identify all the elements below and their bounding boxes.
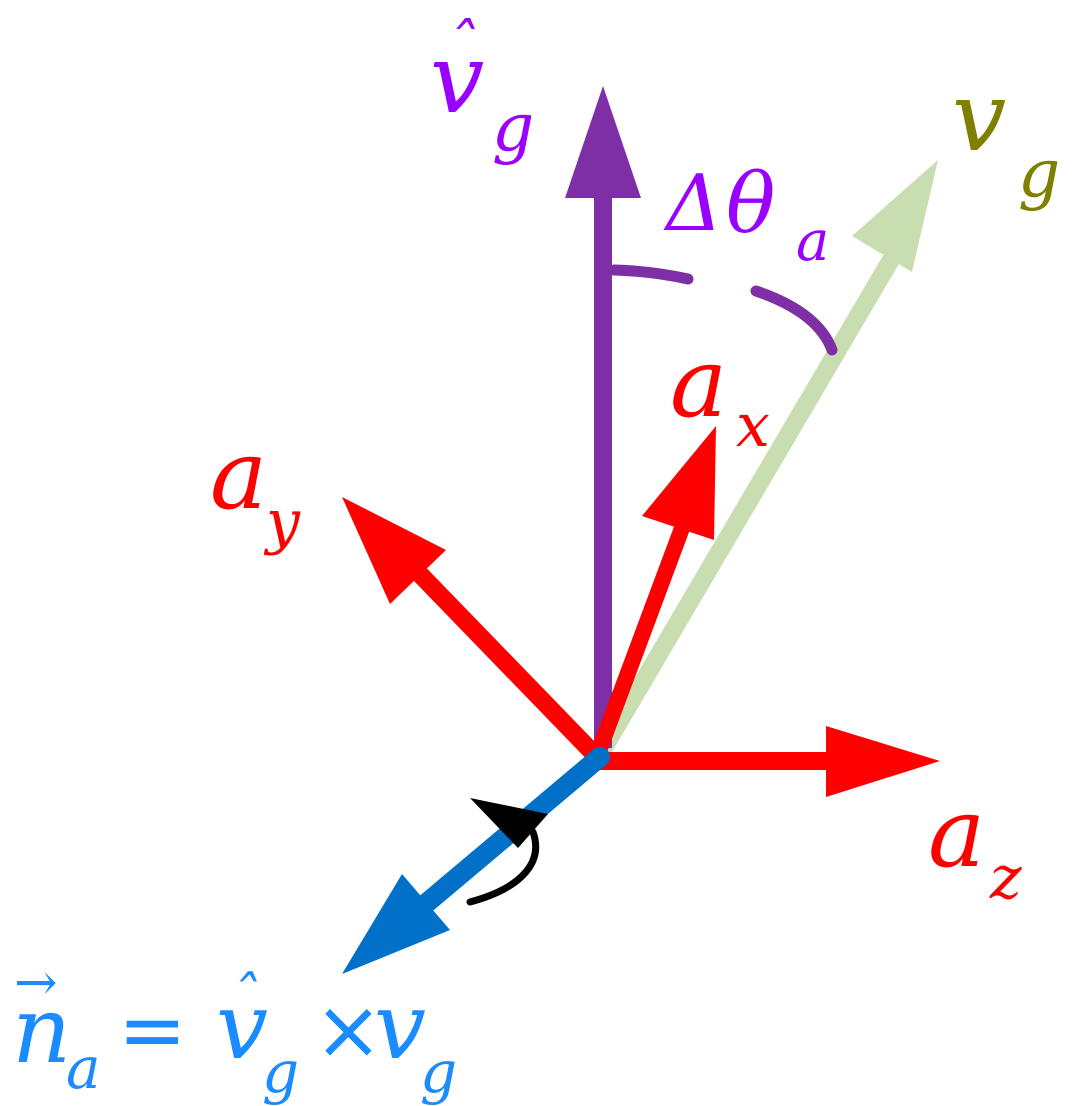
az-arrow-head [826, 726, 940, 797]
equation-n: n [12, 977, 71, 1084]
normal-arrow [342, 747, 610, 974]
equation-n-sub: a [66, 1034, 101, 1102]
angle-arc-icon [608, 264, 838, 356]
label-a-x-main: a [670, 327, 727, 439]
equation-v2-sub: g [420, 1038, 457, 1106]
vhat-arrow-head [565, 86, 641, 198]
rotation-arrow-head [470, 798, 548, 848]
rotation-arrow-icon [466, 798, 548, 906]
ax-arrow [592, 426, 716, 751]
label-v-g-main: v [952, 61, 1006, 173]
vg-arrow [590, 160, 938, 763]
label-delta: Δ [663, 159, 722, 249]
label-a-x: a x [670, 327, 770, 461]
vg-arrow-shaft [590, 219, 920, 763]
equation-times: × [314, 983, 383, 1078]
label-a-z-main: a [928, 777, 985, 889]
label-a-z-sub: z [989, 843, 1022, 913]
equation-v1-sub: g [262, 1038, 299, 1106]
label-a-z: a z [928, 777, 1022, 913]
ax-arrow-shaft [592, 509, 696, 751]
az-arrow [596, 726, 940, 797]
label-theta: θ [726, 157, 775, 252]
label-vhat-g: v ˆ g [430, 11, 534, 166]
equation-equals: = [118, 983, 187, 1078]
vector-arrow-accent-icon: → [14, 953, 58, 1013]
ay-arrow-head [342, 497, 446, 604]
angle-arc-left [608, 264, 694, 285]
normal-equation: → n a = ˆ v g × v g [12, 953, 457, 1106]
equation-v2: v [374, 973, 426, 1080]
angle-arc-right [750, 285, 838, 356]
equation-v1: v [216, 973, 268, 1080]
label-theta-sub: a [796, 209, 829, 274]
ax-arrow-head [642, 426, 716, 540]
rotation-arrow-curve [466, 828, 540, 906]
ay-arrow [342, 497, 605, 765]
normal-arrow-head [342, 874, 450, 974]
label-v-g: v g [952, 61, 1060, 212]
label-v-g-sub: g [1018, 135, 1060, 212]
vhat-arrow [565, 86, 641, 748]
label-vhat-g-sub: g [492, 89, 534, 166]
label-vhat-g-main: v [430, 23, 484, 135]
label-delta-theta: Δ θ a [663, 157, 829, 274]
label-a-y-sub: y [263, 487, 301, 557]
vg-arrow-head [852, 160, 938, 272]
label-a-y: a y [210, 419, 301, 557]
hat-accent-icon: ˆ [230, 965, 258, 1030]
label-a-y-main: a [210, 419, 267, 531]
label-a-x-sub: x [736, 391, 770, 461]
ay-arrow-shaft [405, 559, 605, 765]
hat-accent-icon: ˆ [446, 11, 476, 81]
